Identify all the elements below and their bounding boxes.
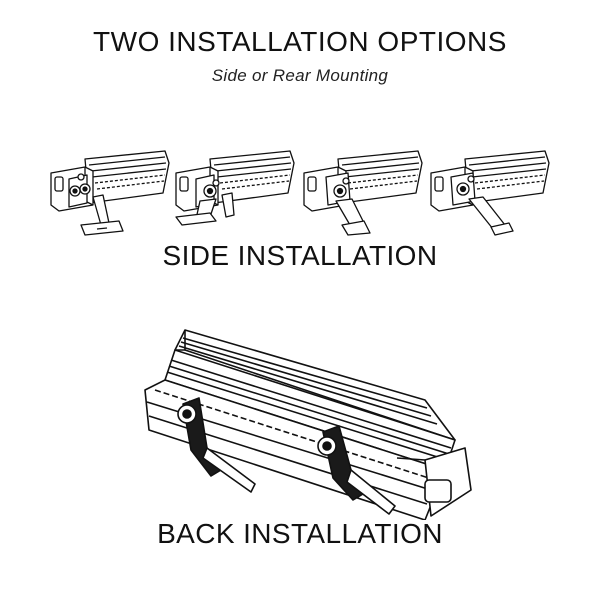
page-title: TWO INSTALLATION OPTIONS <box>93 26 507 57</box>
side-installation-label: SIDE INSTALLATION <box>162 240 438 271</box>
side-mount-illustration-3 <box>298 145 423 240</box>
page-subtitle: Side or Rear Mounting <box>211 66 389 85</box>
side-mount-illustration-4 <box>425 145 550 240</box>
side-mount-illustration-2 <box>170 145 295 240</box>
side-mount-illustration-1 <box>45 145 170 240</box>
back-mount-illustration <box>125 320 475 520</box>
back-installation-label: BACK INSTALLATION <box>157 518 443 549</box>
